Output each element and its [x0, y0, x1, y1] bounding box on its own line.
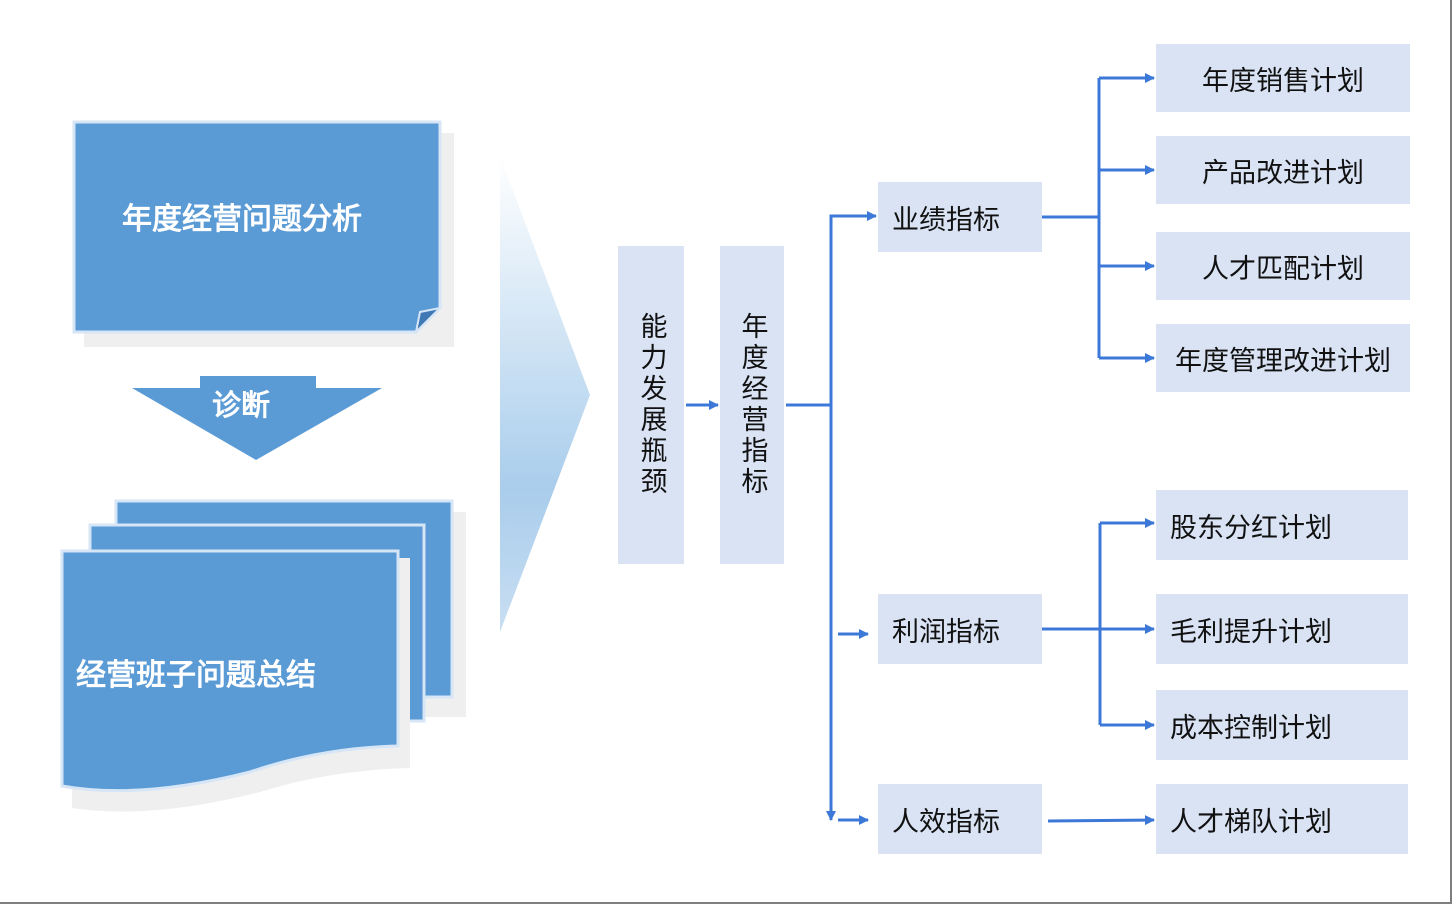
plan-label: 年度管理改进计划: [1175, 345, 1391, 377]
plan-label: 成本控制计划: [1170, 712, 1332, 744]
plan-label: 产品改进计划: [1202, 157, 1364, 189]
diagnose-label: 诊断: [212, 388, 271, 422]
plan-box: 产品改进计划: [1156, 136, 1410, 204]
annual-indicators-box: 年度经营指标: [720, 246, 784, 564]
indicator-label: 利润指标: [892, 616, 1000, 648]
connector-trunk: [829, 214, 876, 820]
plan-box: 人才梯队计划: [1156, 784, 1408, 854]
indicator-box-performance: 业绩指标: [878, 182, 1042, 252]
diagnose-arrow: [132, 376, 382, 460]
analysis-title: 年度经营问题分析: [122, 202, 362, 237]
indicator-box-efficiency: 人效指标: [878, 784, 1042, 854]
plan-label: 人才匹配计划: [1202, 253, 1364, 285]
plan-box: 股东分红计划: [1156, 490, 1408, 560]
plan-box: 年度管理改进计划: [1156, 324, 1410, 392]
indicator-label: 业绩指标: [892, 204, 1000, 236]
plan-box: 成本控制计划: [1156, 690, 1408, 760]
plan-label: 股东分红计划: [1170, 512, 1332, 544]
doc-sheet-front: [60, 549, 400, 793]
page-curl-icon: [414, 306, 444, 336]
chevron-arrow: [500, 156, 590, 632]
connector-arrow: [1047, 815, 1155, 826]
plan-box: 人才匹配计划: [1156, 232, 1410, 300]
summary-title: 经营班子问题总结: [76, 658, 316, 693]
plan-label: 年度销售计划: [1202, 65, 1364, 97]
bottleneck-box: 能力发展瓶颈: [618, 246, 684, 564]
annual-indicators-label: 年度经营指标: [736, 312, 768, 498]
indicator-box-profit: 利润指标: [878, 594, 1042, 664]
plan-box: 年度销售计划: [1156, 44, 1410, 112]
plan-label: 毛利提升计划: [1170, 616, 1332, 648]
plan-box: 毛利提升计划: [1156, 594, 1408, 664]
bottleneck-label: 能力发展瓶颈: [635, 312, 667, 498]
plan-label: 人才梯队计划: [1170, 806, 1332, 838]
indicator-label: 人效指标: [892, 806, 1000, 838]
